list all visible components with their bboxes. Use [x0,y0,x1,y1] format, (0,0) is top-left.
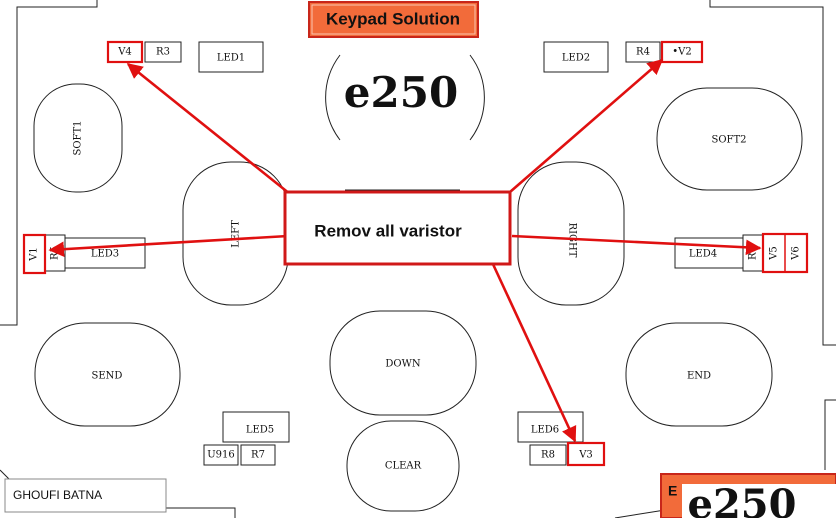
u916-pad [203,444,239,466]
key-end-label: END [687,371,711,382]
led4-label: LED4 [689,249,717,260]
model-label: e250 [344,68,458,117]
board-outline-bottom-right [614,509,666,518]
key-down-label: DOWN [385,359,420,370]
v1-pad [22,233,47,275]
led1-label: LED1 [217,53,245,64]
v2-label: •V2 [672,47,691,58]
key-soft2-label: SOFT2 [711,135,746,146]
arrow-to-v2 [509,58,664,193]
led5-label: LED5 [246,425,274,436]
led6-label: LED6 [531,425,559,436]
led1-pad [198,41,264,73]
corner-model-box [682,484,836,518]
key-right [517,161,625,306]
arrow-to-v5 [511,234,762,256]
key-send-label: SEND [92,371,123,382]
r7-label: R7 [251,450,265,461]
board-outline-right-lower [824,399,836,470]
title-tag [308,1,479,38]
led2-label: LED2 [562,53,590,64]
v1-label: V1 [29,247,40,262]
r7-pad [240,444,276,466]
v4-label: V4 [117,47,132,58]
v3-pad [566,441,606,467]
key-left-label: LEFT [231,220,242,248]
watermark-box [4,478,167,513]
key-clear [346,420,460,512]
led2-pad [543,41,609,73]
key-down [329,310,477,416]
board-outline-right [709,0,836,346]
corner-model-label: e250 [688,481,797,518]
led3-pad [64,237,146,269]
r4-pad [625,41,661,63]
watermark-text: GHOUFI BATNA [13,488,102,502]
arrow-to-v1 [48,234,289,257]
arrow-to-v3 [490,261,577,443]
board-outline-left [0,0,98,326]
v5-label: V5 [769,246,780,261]
instruction-box [283,190,512,266]
r3-label: R3 [156,47,170,58]
u916-label: U916 [207,450,235,461]
r8-pad [529,444,567,466]
r4-label: R4 [636,47,650,58]
key-end [625,322,773,427]
corner-fragment: E [668,483,677,499]
led4-pad [674,237,744,269]
key-center-arc-top [325,54,485,141]
led5-pad [222,411,290,443]
instruction-text: Remov all varistor [314,221,462,240]
v4-pad [106,40,144,64]
r8-label: R8 [541,450,555,461]
key-soft1 [33,83,123,193]
title-tag-inner [311,4,476,35]
v3-label: V3 [578,450,593,461]
r5-label: R5 [50,246,61,260]
title-tag-text: Keypad Solution [326,9,460,28]
v2-pad [660,40,704,64]
led3-label: LED3 [91,249,119,260]
key-send [34,322,181,427]
r3-pad [144,41,182,63]
key-soft1-label: SOFT1 [73,120,84,155]
arrow-to-v4 [126,62,291,196]
v6-label: V6 [791,246,802,261]
key-clear-label: CLEAR [385,461,422,472]
key-soft2 [656,87,803,191]
